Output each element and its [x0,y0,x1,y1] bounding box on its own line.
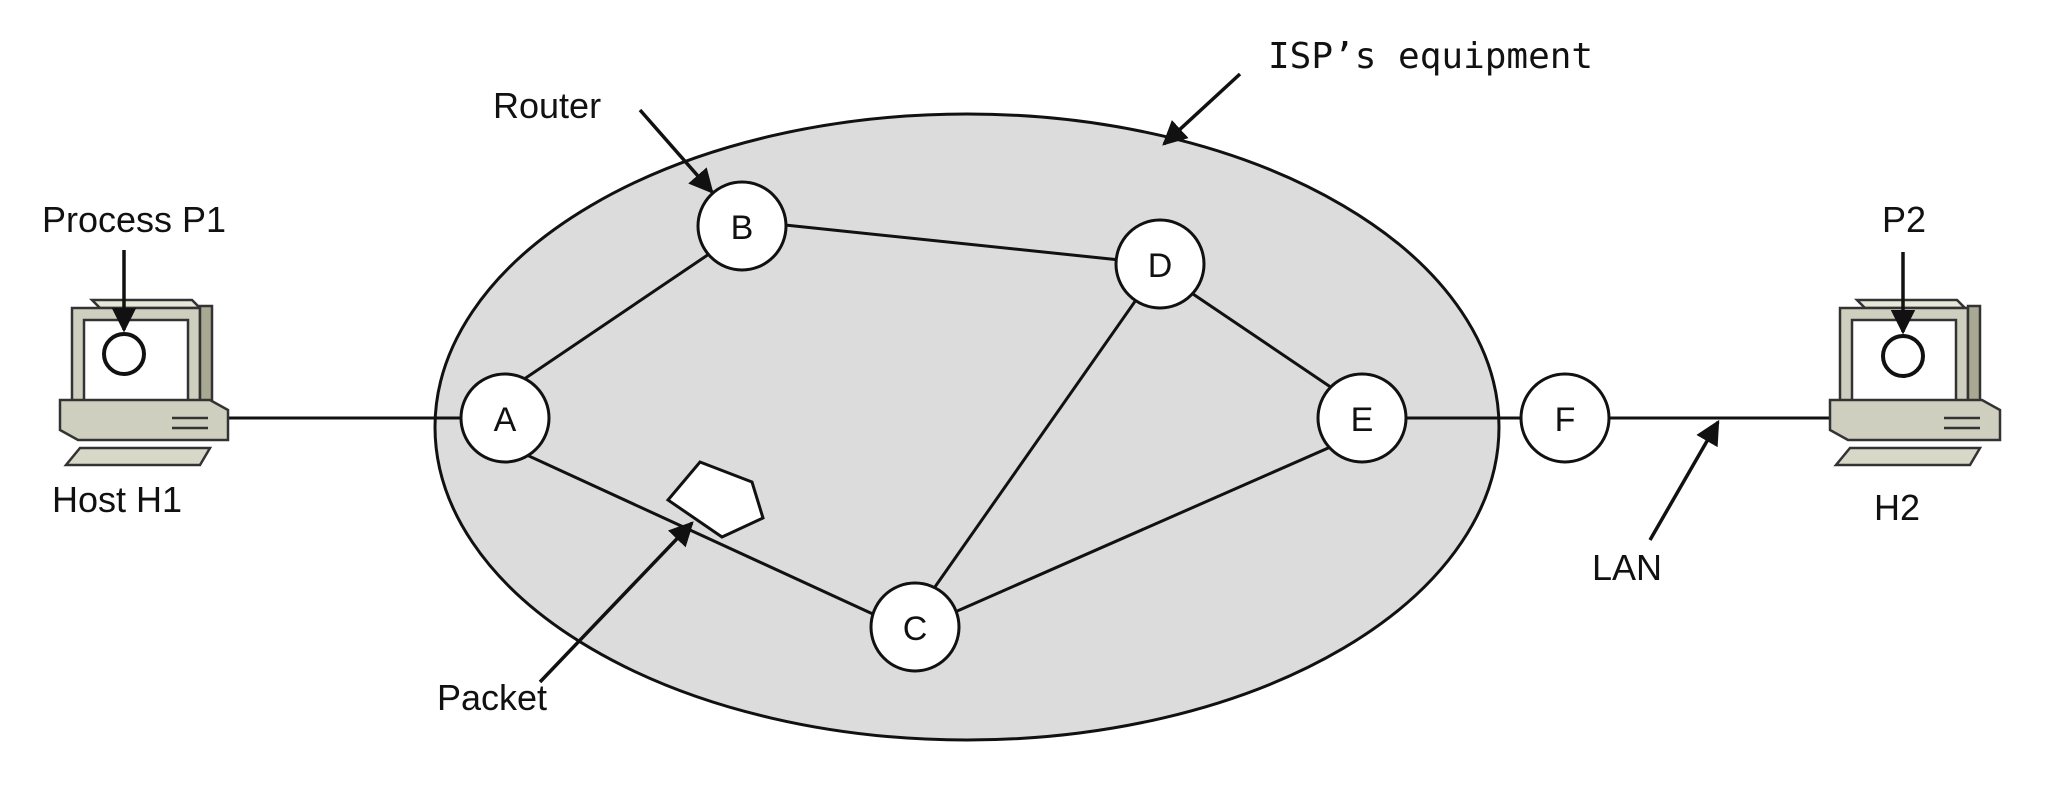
router-e: E [1316,372,1408,464]
router-a-label: A [494,401,517,439]
router-c-circle [869,581,961,673]
arrow-lan [1648,419,1720,541]
h2-label: H2 [1874,487,1920,528]
link-a-b [504,248,716,394]
arrow-router [638,108,714,194]
link-b-d [784,223,1121,262]
router-c-label: C [903,610,928,648]
process-p1-icon [102,332,146,376]
router-label: Router [493,85,601,126]
host-h2-computer-icon [1828,298,2002,467]
link-d-c [928,289,1145,595]
link-d-e [1189,290,1336,392]
arrow-packet [538,521,694,684]
router-d-label: D [1148,247,1173,285]
router-f-label: F [1555,401,1576,439]
p2-label: P2 [1882,199,1926,240]
packet-label: Packet [437,677,547,718]
router-d-circle [1114,218,1206,310]
router-b-label: B [731,209,754,247]
process-p1-label: Process P1 [42,199,226,240]
router-c: C [869,581,961,673]
pointer-arrows [111,72,1916,684]
router-e-circle [1316,372,1408,464]
isp-cloud [433,112,1501,742]
link-c-e [954,443,1336,614]
lan-label: LAN [1592,547,1662,588]
router-d: D [1114,218,1206,310]
router-b-circle [696,180,788,272]
host-h1-computer-icon [58,298,230,467]
arrow-isp-equipment [1162,72,1242,146]
packet-icon [665,460,765,539]
router-a-circle [459,372,551,464]
router-b: B [696,180,788,272]
router-a: A [459,372,551,464]
router-f: F [1519,372,1611,464]
host-h1-label: Host H1 [52,479,182,520]
isp-equipment-label: ISP’s equipment [1268,36,1593,77]
router-e-label: E [1351,401,1374,439]
router-f-circle [1519,372,1611,464]
process-p2-icon [1881,334,1925,378]
